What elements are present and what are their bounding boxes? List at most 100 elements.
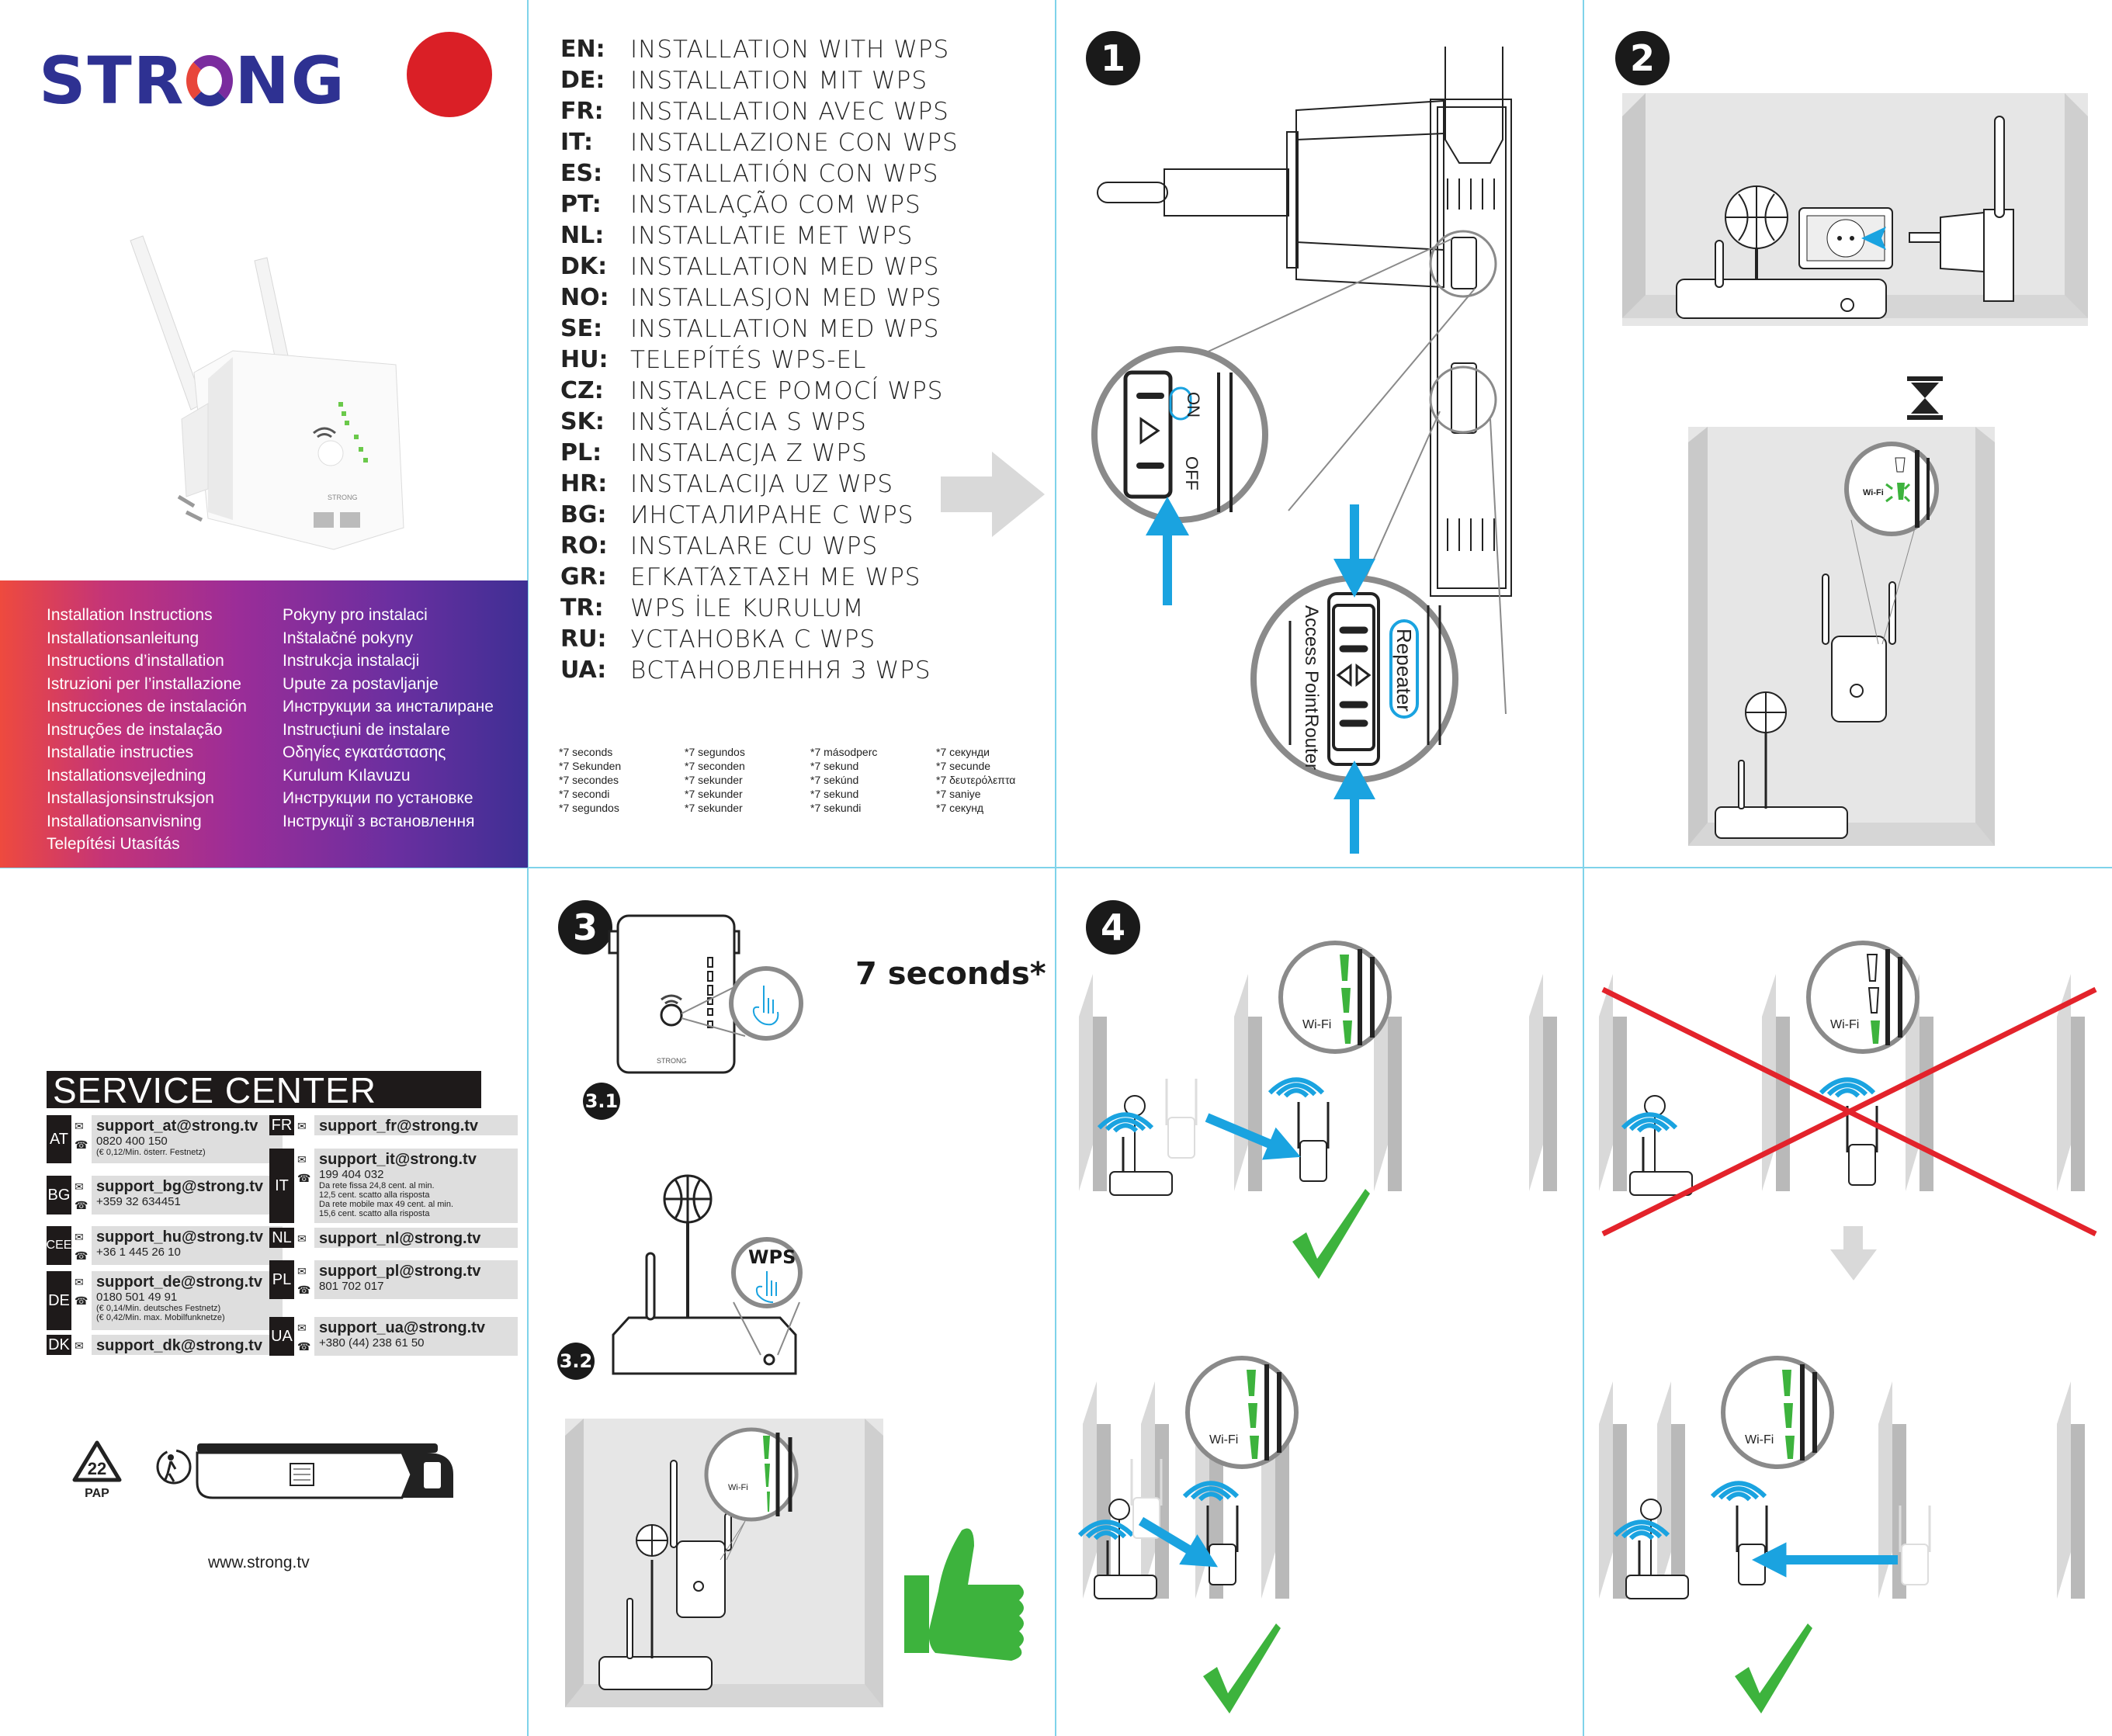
title-row: UA:ВСТАНОВЛЕННЯ З WPS xyxy=(560,655,959,686)
support-rate-note: Da rete mobile max 49 cent. al min. xyxy=(319,1200,454,1209)
phone-icon: ☎ xyxy=(75,1294,88,1307)
press-button-zoom xyxy=(729,966,803,1041)
power-switch-zoom: ON OFF xyxy=(1091,346,1268,523)
finger-press-icon xyxy=(752,986,779,1026)
instructions-label: Istruzioni per l’installazione xyxy=(47,674,241,693)
support-phone: +380 (44) 238 61 50 xyxy=(319,1336,425,1350)
wall xyxy=(2057,974,2071,1191)
seconds-footnote-item: *7 sekund xyxy=(810,788,859,800)
language-code: FR: xyxy=(560,98,604,125)
language-code: EN: xyxy=(560,36,605,63)
title-row: PT:INSTALAÇÃO COM WPS xyxy=(560,189,959,220)
seconds-footnote-item: *7 секунди xyxy=(936,746,990,758)
title-row: NO:INSTALLASJON MED WPS xyxy=(560,282,959,314)
instructions-label: Upute za postavljanje xyxy=(283,674,439,693)
instructions-label: Instruções de instalação xyxy=(47,720,223,739)
wifi-led-label: Wi-Fi xyxy=(1745,1433,1774,1447)
support-email-link[interactable]: support_ua@strong.tv xyxy=(319,1319,485,1336)
service-center-title: SERVICE CENTER xyxy=(47,1071,481,1110)
next-arrow-icon xyxy=(941,452,1045,537)
title-row: PL:INSTALACJA Z WPS xyxy=(560,438,959,469)
instructions-label: Installationsvejledning xyxy=(47,766,206,785)
signal-bar xyxy=(1343,1020,1352,1044)
router-icon xyxy=(1625,1575,1689,1599)
logo-o-ring xyxy=(186,55,234,106)
hourglass-icon xyxy=(1907,376,1943,420)
support-phone: +36 1 445 26 10 xyxy=(96,1246,181,1259)
email-icon: ✉ xyxy=(297,1120,307,1132)
wifi-signal-icon xyxy=(1613,1519,1670,1537)
title-row: ES:INSTALLATIÓN CON WPS xyxy=(560,158,959,189)
signal-bar xyxy=(1868,987,1880,1014)
support-email-link[interactable]: support_at@strong.tv xyxy=(96,1117,258,1135)
seconds-footnote-item: *7 saniye xyxy=(936,788,981,800)
country-code: DE xyxy=(47,1271,71,1330)
language-code: IT: xyxy=(560,129,593,156)
logo-text-r: R xyxy=(133,43,186,119)
wall xyxy=(1776,1017,1790,1191)
wall xyxy=(1248,1017,1262,1191)
status-leds xyxy=(338,402,368,463)
plug-pin xyxy=(177,494,196,508)
down-arrow-icon xyxy=(1830,1226,1877,1280)
instructions-label: Instrucțiuni de instalare xyxy=(283,720,450,739)
checkmark-icon xyxy=(1292,1189,1370,1279)
wall xyxy=(2057,1381,2071,1599)
wall xyxy=(1155,1424,1169,1599)
support-email-link[interactable]: support_hu@strong.tv xyxy=(96,1228,264,1246)
instructions-label: Inštalačné pokyny xyxy=(283,629,414,647)
support-email-link[interactable]: support_bg@strong.tv xyxy=(96,1178,264,1195)
support-email-link[interactable]: support_fr@strong.tv xyxy=(319,1117,479,1135)
seconds-footnote-item: *7 Sekunden xyxy=(559,760,622,772)
power-switch xyxy=(1451,237,1477,289)
language-code: TR: xyxy=(560,594,604,622)
seconds-footnote-item: *7 sekundi xyxy=(810,802,862,814)
paper-bin-sign-icon xyxy=(196,1443,453,1499)
globe-icon xyxy=(1108,1499,1130,1520)
wall xyxy=(1079,974,1093,1191)
instructions-label: Installatie instructies xyxy=(47,743,194,761)
title-text: WPS İLE KURULUM xyxy=(630,594,865,622)
wifi-signal-icon xyxy=(1085,1525,1127,1539)
wifi-signal-icon xyxy=(1097,1112,1154,1130)
language-code: UA: xyxy=(560,657,607,684)
recycle-material: PAP xyxy=(85,1487,109,1500)
wall xyxy=(1920,1017,1933,1191)
email-icon: ✉ xyxy=(75,1120,84,1132)
service-entry: DE✉support_de@strong.tv☎0180 501 49 91(€… xyxy=(47,1271,283,1330)
seconds-footnote-item: *7 másodperc xyxy=(810,746,878,758)
title-text: INSTALACIJA UZ WPS xyxy=(630,470,894,498)
wifi-led-label: Wi-Fi xyxy=(1863,488,1884,497)
title-text: INSTALLATION MIT WPS xyxy=(630,67,928,95)
wifi-signal-icon xyxy=(1628,1530,1655,1540)
title-text: INSTALLATION MED WPS xyxy=(630,253,940,281)
thumbs-up-icon xyxy=(904,1528,1024,1661)
wifi-signal-icon xyxy=(1826,1083,1868,1097)
signal-bar xyxy=(1340,955,1349,981)
title-text: INSTALLASJON MED WPS xyxy=(630,284,942,312)
support-email-link[interactable]: support_nl@strong.tv xyxy=(319,1230,481,1247)
step-3-badge: 3 xyxy=(558,900,612,955)
language-code: PL: xyxy=(560,439,602,466)
support-phone: 0180 501 49 91 xyxy=(96,1291,178,1304)
seconds-footnote-item: *7 secondes xyxy=(559,774,619,786)
instructions-label: Installation Instructions xyxy=(47,606,213,624)
support-email-link[interactable]: support_pl@strong.tv xyxy=(319,1263,481,1280)
plug-in-arrow-icon xyxy=(1861,227,1886,250)
country-code: IT xyxy=(269,1149,294,1223)
language-code: GR: xyxy=(560,563,607,591)
country-code: NL xyxy=(269,1228,294,1248)
wifi-signal-icon xyxy=(1198,1492,1224,1502)
repeater-side-icon xyxy=(1909,116,2014,302)
service-entry: UA✉support_ua@strong.tv☎+380 (44) 238 61… xyxy=(269,1317,518,1356)
language-code: RO: xyxy=(560,532,608,560)
support-email-link[interactable]: support_it@strong.tv xyxy=(319,1151,477,1168)
checkmark-icon xyxy=(1203,1623,1281,1713)
support-email-link[interactable]: support_de@strong.tv xyxy=(96,1273,262,1291)
support-email-link[interactable]: support_dk@strong.tv xyxy=(96,1337,262,1354)
signal-bar xyxy=(1247,1370,1256,1396)
language-code: SE: xyxy=(560,315,603,342)
website-link[interactable]: www.strong.tv xyxy=(208,1554,310,1571)
support-phone: 801 702 017 xyxy=(319,1280,384,1293)
step-1-switch-diagram: ON OFF Repeater Access Point Router xyxy=(1091,47,1512,854)
